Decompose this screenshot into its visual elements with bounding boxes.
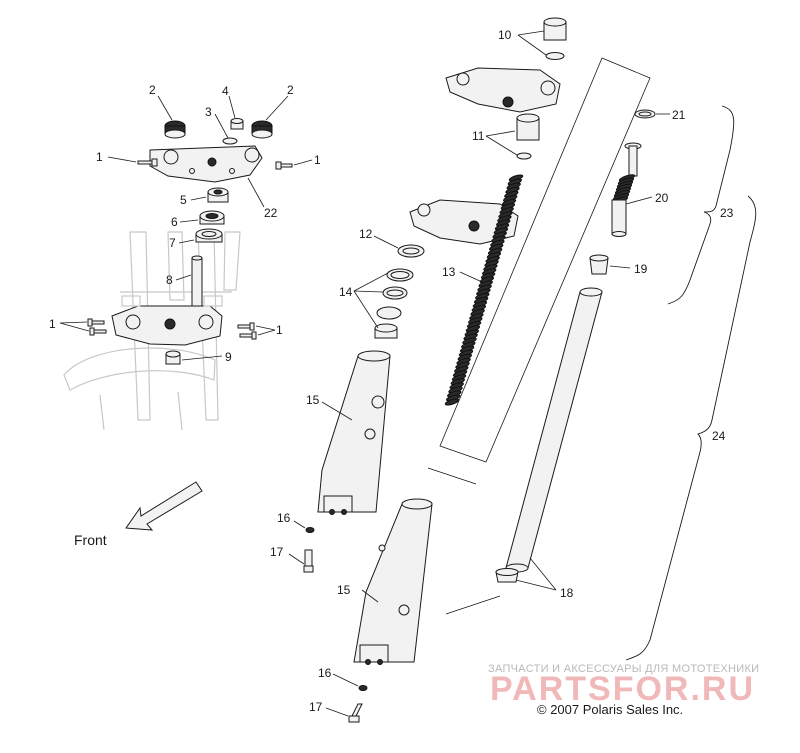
- watermark-logo: PARTSFOR.RU: [490, 670, 755, 708]
- bolt-17-lower: [348, 703, 363, 723]
- bolt-1-lower-left: [87, 318, 107, 336]
- callout-3: 3: [205, 105, 212, 119]
- leader-lines: [59, 30, 670, 717]
- lower-triple-clamp: [111, 295, 223, 346]
- fork-cap-right: [251, 120, 273, 139]
- bushing-18: [495, 568, 519, 583]
- washer-16-lower: [358, 685, 368, 691]
- callout-16: 16: [318, 666, 332, 680]
- nut-5: [207, 187, 229, 203]
- spring-coil: [444, 398, 460, 406]
- callout-19: 19: [634, 262, 648, 276]
- fork-slider-15-upper: [317, 350, 391, 515]
- nut-4: [230, 118, 244, 130]
- callout-24: 24: [712, 429, 726, 443]
- ring-14b: [382, 286, 408, 300]
- nut-9: [165, 350, 181, 365]
- watermark-subtitle: ЗАПЧАСТИ И АКСЕССУАРЫ ДЛЯ МОТОТЕХНИКИ: [488, 663, 759, 675]
- callout-13: 13: [442, 265, 456, 279]
- ring-14c: [376, 306, 402, 320]
- right-top-clamp: [445, 67, 561, 113]
- bushing-10: [543, 17, 567, 60]
- callout-5: 5: [180, 193, 187, 207]
- callout-14: 14: [339, 285, 353, 299]
- callout-1: 1: [276, 323, 283, 337]
- front-arrow-icon: [125, 481, 203, 531]
- washer-21: [634, 109, 656, 119]
- callout-6: 6: [171, 215, 178, 229]
- exploded-box-upper: [439, 57, 651, 463]
- callout-15: 15: [306, 393, 320, 407]
- callout-16: 16: [277, 511, 291, 525]
- bolt-1-top-left: [137, 158, 158, 167]
- bolt-17-upper: [303, 549, 314, 573]
- callout-10: 10: [498, 28, 512, 42]
- bushing-19: [589, 254, 609, 275]
- callout-1: 1: [49, 317, 56, 331]
- callout-18: 18: [560, 586, 574, 600]
- brace-23: [667, 105, 735, 305]
- callout-1: 1: [96, 150, 103, 164]
- bolt-1-lower-right: [237, 322, 257, 340]
- copyright-text: © 2007 Polaris Sales Inc.: [537, 702, 683, 717]
- fork-slider-15-lower: [353, 498, 433, 665]
- callout-23: 23: [720, 206, 734, 220]
- callout-2: 2: [287, 83, 294, 97]
- right-lower-clamp: [409, 199, 519, 245]
- spring-13: [444, 174, 524, 406]
- callout-17: 17: [309, 700, 323, 714]
- callout-9: 9: [225, 350, 232, 364]
- top-triple-clamp: [149, 145, 263, 183]
- exploded-box-lower: [427, 467, 501, 615]
- front-label: Front: [74, 532, 107, 548]
- bushing-14d: [374, 323, 398, 339]
- callout-21: 21: [672, 108, 686, 122]
- callout-1: 1: [314, 153, 321, 167]
- seal-7: [195, 228, 223, 243]
- callout-4: 4: [222, 84, 229, 98]
- callout-8: 8: [166, 273, 173, 287]
- ring-14a: [386, 268, 414, 282]
- callout-numbers: 1 1 1 1 2 2 3 4 5 6 7 8 9 10 11 12 13 14…: [49, 28, 734, 714]
- callout-15: 15: [337, 583, 351, 597]
- fork-cap-left: [164, 120, 186, 139]
- brace-24: [625, 195, 757, 661]
- inner-tube-18: [505, 287, 603, 573]
- callout-12: 12: [359, 227, 373, 241]
- callout-2: 2: [149, 83, 156, 97]
- bearing-6: [199, 210, 225, 225]
- callout-7: 7: [169, 236, 176, 250]
- callout-22: 22: [264, 206, 278, 220]
- washer-3: [222, 137, 238, 145]
- callout-11: 11: [472, 129, 485, 143]
- callout-17: 17: [270, 545, 284, 559]
- seal-12: [397, 244, 425, 258]
- washer-16-upper: [305, 527, 315, 533]
- tube-11: [516, 113, 540, 160]
- bolt-1-top-right: [275, 161, 293, 170]
- damper-rod-20: [611, 142, 642, 237]
- callout-20: 20: [655, 191, 669, 205]
